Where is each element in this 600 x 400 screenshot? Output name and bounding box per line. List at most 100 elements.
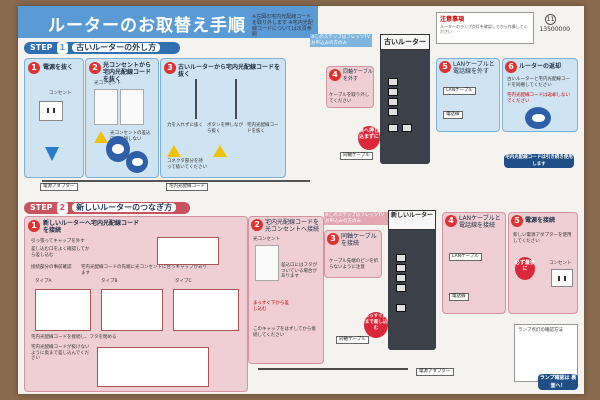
header-note: ※左図の宅内光配線コードを取り外します ※宅内光配線コードについては次頁参照 bbox=[252, 14, 313, 38]
step1-fiber-label: 宅内光配線コード bbox=[166, 183, 208, 191]
lan-port-icon bbox=[388, 108, 398, 116]
step2-p4-title: LANケーブルと電話線を接続 bbox=[459, 215, 501, 229]
step2-panel-1: 1 新しいルーターへ宅内光配線コードを接続 引っ張ってキャップを外す 差し込む口… bbox=[24, 216, 248, 392]
step1-badge-6: 6 bbox=[505, 61, 517, 73]
step1-p3-c4: 宅内光配線コードを抜く bbox=[247, 123, 279, 134]
new-router-label: 新しいルーター bbox=[388, 210, 436, 230]
tel-port-icon bbox=[396, 304, 406, 312]
step2-p1-c: 接続部分の事前確認 bbox=[31, 265, 72, 270]
step2-badge-4: 4 bbox=[445, 215, 457, 227]
step2-p2-jack: 光コンセント bbox=[253, 237, 280, 242]
tel-port-icon bbox=[402, 124, 412, 132]
type-b-label: タイプB bbox=[101, 279, 118, 284]
step2-p3-note: ケーブル先端のピンを折らないように注意 bbox=[329, 259, 379, 270]
step1-badge-4: 4 bbox=[329, 69, 341, 81]
caution-box: 注意事項 ルーターのランプ点灯を確認してから作業してください bbox=[436, 12, 534, 44]
step1-p6-title: ルーターの返却 bbox=[519, 63, 562, 70]
step2-p1-f: 宅内光配線コードが抜けないように奥まで差し込んでください bbox=[31, 345, 90, 361]
step2-panel-5: 5 電源を接続 新しい電源アダプターを使用してください コンセント 必ず最後に bbox=[508, 212, 578, 314]
page-title: ルーターのお取替え手順 bbox=[48, 16, 246, 36]
step1-badge-2: 2 bbox=[89, 62, 101, 74]
warning-icon bbox=[94, 131, 108, 143]
step1-number: 1 bbox=[56, 42, 69, 54]
cap-removal-image bbox=[157, 237, 219, 265]
step1-p4-note: ケーブルを取り外してください bbox=[329, 93, 370, 104]
type-c-image bbox=[173, 289, 239, 331]
step1-p1-outlet: コンセント bbox=[49, 91, 72, 96]
step1-adapter-label: 電源アダプター bbox=[40, 183, 78, 191]
type-a-image bbox=[35, 289, 91, 331]
lan-port-icon bbox=[388, 88, 398, 96]
step2-p2-note: 差込口にはフタがついている場合があります bbox=[281, 263, 317, 279]
step2-badge-3: 3 bbox=[327, 233, 339, 245]
pull-arrow-icon bbox=[45, 147, 59, 161]
step1-badge-5: 5 bbox=[439, 61, 451, 73]
step1-tel-label: 電話線 bbox=[443, 111, 463, 119]
step2-title: 新しいルーターのつなぎ方 bbox=[72, 203, 177, 212]
connect-router-image bbox=[97, 347, 209, 387]
step2-coax-label: 同軸ケーブル bbox=[336, 336, 369, 344]
step2-badge-1: 1 bbox=[28, 220, 40, 232]
step1-label: STEP bbox=[30, 43, 53, 52]
step1-panel-1: 1 電源を抜く コンセント bbox=[24, 58, 84, 178]
optical-outlet-icon bbox=[94, 89, 118, 125]
step2-tel-label: 電話線 bbox=[449, 293, 469, 301]
mascot-icon-2 bbox=[106, 136, 130, 162]
power-cable-line-2 bbox=[258, 368, 408, 370]
step2-p5-text: 新しい電源アダプターを使用してください bbox=[513, 233, 572, 244]
lamp-check-button[interactable]: ランプ確認は 裏面へ！ bbox=[538, 374, 578, 390]
step1-p6-red: 宅内光配線コードは返却しないでください bbox=[507, 93, 570, 104]
step1-panel-4: 4 同軸ケーブルを外す ケーブルを取り外してください bbox=[326, 66, 374, 108]
lan-port-icon bbox=[396, 274, 406, 282]
type-b-image bbox=[101, 289, 163, 331]
step2-badge-5: 5 bbox=[511, 215, 523, 227]
step1-p3-c2: コネクタ部分を持って抜いてください bbox=[167, 159, 208, 170]
fiber-cord-line bbox=[195, 79, 197, 119]
mascot-icon-3 bbox=[525, 107, 551, 129]
lan-port-icon bbox=[396, 254, 406, 262]
fiber-cord-line-2 bbox=[235, 79, 237, 119]
step1-return-button[interactable]: 宅内光配線コードは引き続き使用します bbox=[504, 154, 574, 168]
step1-panel-3: 3 古いルーターから宅内光配線コードを抜く 力を入れずに抜く ボタンを押しながら… bbox=[160, 58, 286, 178]
warning-icon-3 bbox=[213, 145, 227, 157]
step1-lan-label: LANケーブル bbox=[443, 87, 476, 95]
new-router-image: 新しいルーター bbox=[388, 210, 436, 350]
step2-p1-title: 新しいルーターへ宅内光配線コードを接続 bbox=[43, 220, 140, 234]
step2-p1-a: 引っ張ってキャップを外す bbox=[31, 239, 85, 244]
power-outlet-icon-2 bbox=[551, 269, 573, 287]
step2-p2-title: 宅内光配線コードを光コンセントへ接続 bbox=[265, 219, 320, 233]
step2-p3-title: 同軸ケーブルを接続 bbox=[341, 233, 377, 247]
step2-badge-2: 2 bbox=[251, 219, 263, 231]
title-banner: ルーターのお取替え手順 bbox=[18, 6, 318, 38]
step1-top-note: ※このステップはフレッツTVお申込みの方のみ bbox=[310, 34, 372, 47]
step2-p2-bottom: このキャップをはずしてから接続してください bbox=[253, 327, 316, 338]
step1-panel-5: 5 LANケーブルと電話線を外す LANケーブル 電話線 bbox=[436, 58, 500, 132]
step1-panel-2: 2 光コンセントから宅内光配線コードを抜く 光コンセント 光コンセントの差込口は… bbox=[85, 58, 159, 178]
step1-circle-badge: 奥へ押し込まずに bbox=[358, 126, 380, 150]
step1-title: 古いルーターの外し方 bbox=[72, 43, 161, 52]
step1-p3-title: 古いルーターから宅内光配線コードを抜く bbox=[178, 64, 281, 78]
step2-circle-badge: まっすぐ奥まで差し込む bbox=[364, 312, 388, 338]
step1-p5-title: LANケーブルと電話線を外す bbox=[453, 61, 495, 75]
lan-port-icon bbox=[396, 264, 406, 272]
caution-heading: 注意事項 bbox=[440, 16, 465, 23]
step2-p5-circle: 必ず最後に bbox=[515, 257, 535, 280]
document-code: 13500000 bbox=[539, 26, 570, 33]
step2-p1-d: 宅内光配線コードの先端に光コンセントに合うキャップがあります bbox=[81, 265, 207, 276]
step2-panel-2: 2 宅内光配線コードを光コンセントへ接続 光コンセント 差込口にはフタがついてい… bbox=[248, 216, 324, 364]
optical-outlet-icon-3 bbox=[255, 245, 279, 281]
step1-p2-title: 光コンセントから宅内光配線コードを抜く bbox=[103, 62, 152, 83]
type-c-label: タイプC bbox=[175, 279, 192, 284]
type-a-label: タイプA bbox=[35, 279, 52, 284]
lan-port-icon bbox=[396, 284, 406, 292]
step2-panel-4: 4 LANケーブルと電話線を接続 LANケーブル 電話線 bbox=[442, 212, 506, 314]
step2-top-note: ※このステップはフレッツTVお申込みの方のみ bbox=[324, 212, 388, 225]
step2-p2-push: まっすぐ下から差し込む bbox=[253, 301, 289, 312]
step1-p6-text: 古いルーターと宅内光配線コードを同梱してください bbox=[507, 77, 570, 88]
step2-label: STEP bbox=[30, 203, 53, 212]
step1-badge-3: 3 bbox=[164, 62, 176, 74]
lamp-check-box: ランプ点灯の確認方法 bbox=[514, 324, 578, 382]
lamp-check-title: ランプ点灯の確認方法 bbox=[518, 328, 563, 333]
step2-p5-outlet: コンセント bbox=[549, 261, 572, 266]
step1-p3-c3: ボタンを押しながら抜く bbox=[207, 123, 243, 134]
